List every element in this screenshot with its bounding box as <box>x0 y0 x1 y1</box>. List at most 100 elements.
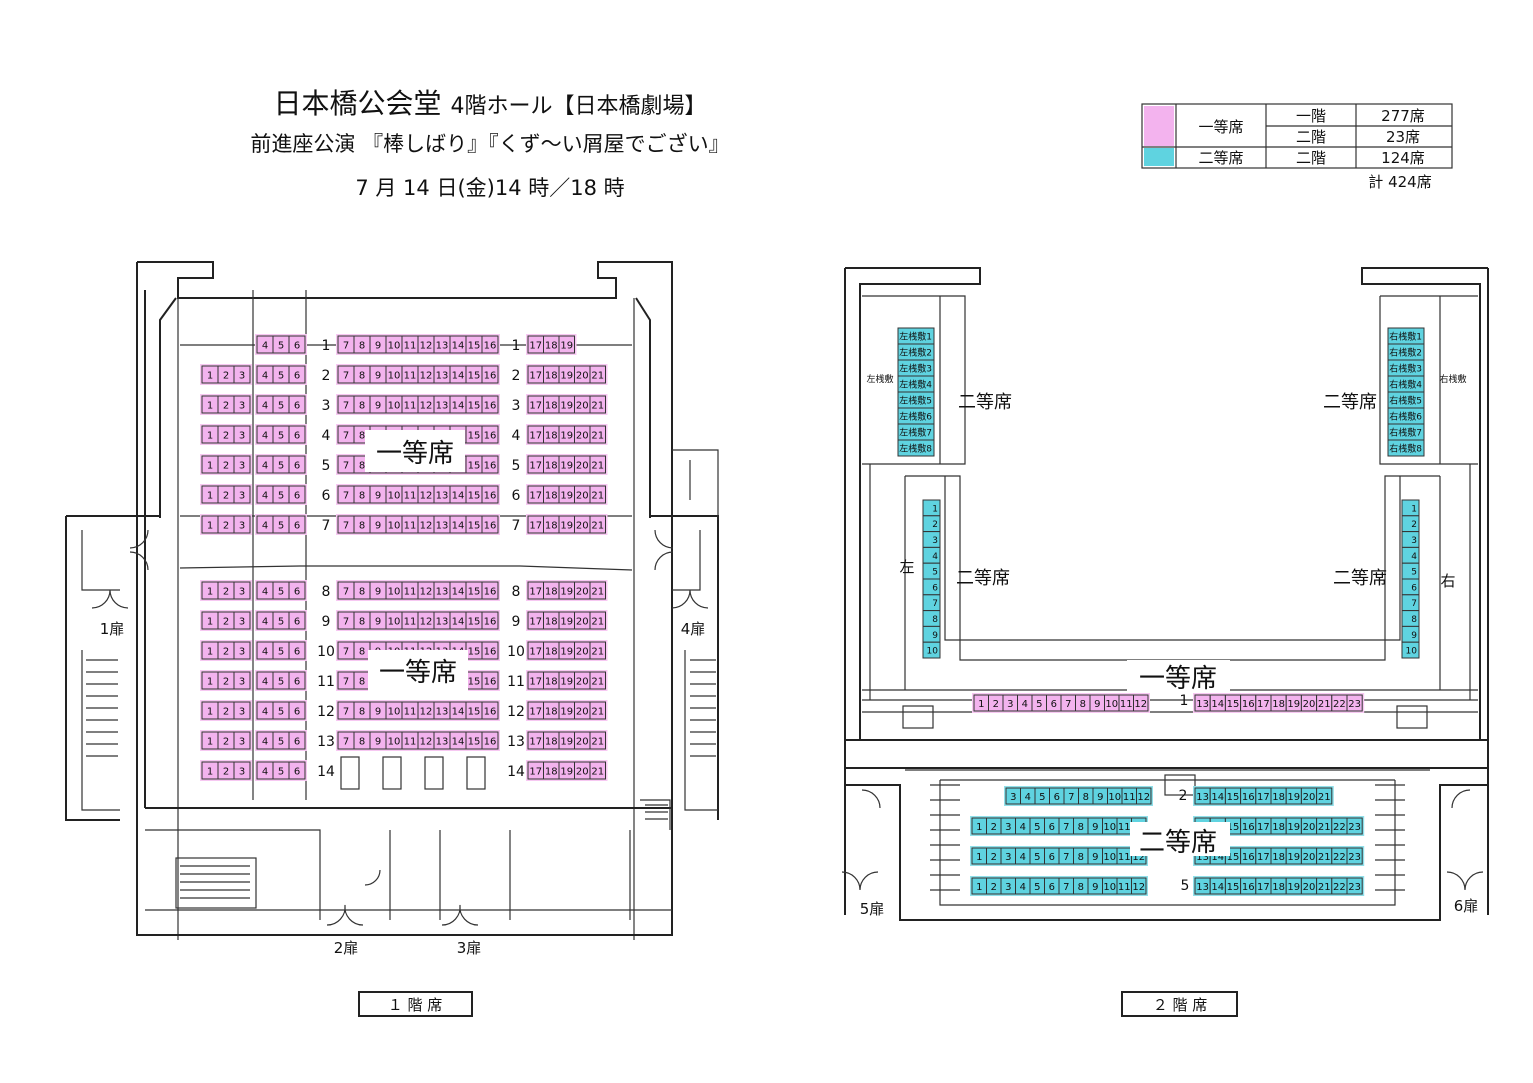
legend-class-2: 二等席 <box>1198 149 1243 167</box>
right-box-label: 右桟敷 <box>1439 373 1466 385</box>
seat-number: 5 <box>278 677 284 688</box>
seat <box>1346 847 1363 865</box>
seat-number: 4 <box>262 707 268 718</box>
seat-number: 12 <box>1132 882 1145 893</box>
seat-number: 左桟敷5 <box>899 395 932 407</box>
seat-number: 9 <box>1092 882 1098 893</box>
seat <box>481 395 499 414</box>
legend-floor-1: 一階 <box>1296 107 1326 125</box>
row-number-right: 13 <box>507 734 525 750</box>
row-number-right: 6 <box>512 488 521 504</box>
seat-number: 4 <box>262 431 268 442</box>
seat-number: 15 <box>468 647 481 658</box>
seat <box>288 515 306 534</box>
seat-number: 1 <box>207 521 213 532</box>
seat-number: 11 <box>1120 699 1133 710</box>
seat-number: 21 <box>591 431 604 442</box>
seat-number: 16 <box>484 737 497 748</box>
seat-number: 5 <box>278 461 284 472</box>
seat-number: 5 <box>1411 568 1417 578</box>
seat-number: 15 <box>468 461 481 472</box>
seat-number: 21 <box>591 371 604 382</box>
floor2-second-class-main: 二等席 <box>1139 828 1217 858</box>
seat <box>288 395 306 414</box>
seat-number: 5 <box>932 568 938 578</box>
seat-number: 3 <box>1007 699 1013 710</box>
seat-number: 3 <box>1010 792 1016 803</box>
seat-number: 9 <box>375 707 381 718</box>
seat-number: 3 <box>239 767 245 778</box>
seat-number: 7 <box>1065 699 1071 710</box>
seat-number: 17 <box>529 461 542 472</box>
seat-number: 17 <box>529 341 542 352</box>
seat-number: 4 <box>262 677 268 688</box>
seat-number: 21 <box>591 401 604 412</box>
seat <box>233 455 251 474</box>
seat-number: 8 <box>1078 882 1084 893</box>
floor2-caption: ２ 階 席 <box>1153 996 1208 1014</box>
seat-number: 8 <box>359 371 365 382</box>
row-number-right: 12 <box>507 704 525 720</box>
seat-number: 10 <box>388 737 401 748</box>
seat-number: 8 <box>359 617 365 628</box>
seat-number: 14 <box>1211 792 1224 803</box>
seat-number: 16 <box>484 461 497 472</box>
seat-number: 5 <box>278 767 284 778</box>
seat-number: 3 <box>932 536 938 546</box>
row-number-center: 6 <box>322 488 331 504</box>
seat-number: 21 <box>1318 852 1331 863</box>
seat-number: 17 <box>529 707 542 718</box>
seat <box>288 335 306 354</box>
seat-number: 1 <box>207 617 213 628</box>
seat-number: 20 <box>576 647 589 658</box>
seat-number: 7 <box>1063 852 1069 863</box>
seat <box>233 515 251 534</box>
seat-number: 7 <box>343 491 349 502</box>
seat-number: 9 <box>375 371 381 382</box>
seat-number: 8 <box>359 341 365 352</box>
seat-number: 1 <box>207 401 213 412</box>
seat-number: 7 <box>932 599 938 609</box>
seat-number: 20 <box>1303 852 1316 863</box>
seat-number: 15 <box>1227 822 1240 833</box>
row-number-right: 3 <box>512 398 521 414</box>
door-4-label: 4扉 <box>681 620 706 638</box>
seat-number: 18 <box>545 341 558 352</box>
seat-number: 19 <box>1287 882 1300 893</box>
seat-number: 10 <box>1105 699 1118 710</box>
seat-number: 4 <box>262 461 268 472</box>
seat-number: 3 <box>239 491 245 502</box>
seat-number: 4 <box>262 587 268 598</box>
door-3-label: 3扉 <box>457 939 482 957</box>
seat-number: 8 <box>1411 615 1417 625</box>
floor2-second-class-mid-left: 二等席 <box>956 568 1010 589</box>
seat-number: 3 <box>1411 536 1417 546</box>
seat <box>288 485 306 504</box>
seat-number: 2 <box>223 461 229 472</box>
row-number-center: 2 <box>322 368 331 384</box>
seat <box>1346 694 1363 712</box>
seat <box>589 485 606 504</box>
seat-number: 10 <box>927 647 939 657</box>
row-number-center: 5 <box>322 458 331 474</box>
seat-number: 20 <box>1303 792 1316 803</box>
seat-number: 1 <box>207 767 213 778</box>
seat-number: 18 <box>545 431 558 442</box>
seat <box>589 731 606 750</box>
seat-number: 5 <box>1036 699 1042 710</box>
seat <box>288 761 306 780</box>
seat-number: 21 <box>591 587 604 598</box>
seat-number: 5 <box>278 521 284 532</box>
seat-number: 15 <box>468 341 481 352</box>
